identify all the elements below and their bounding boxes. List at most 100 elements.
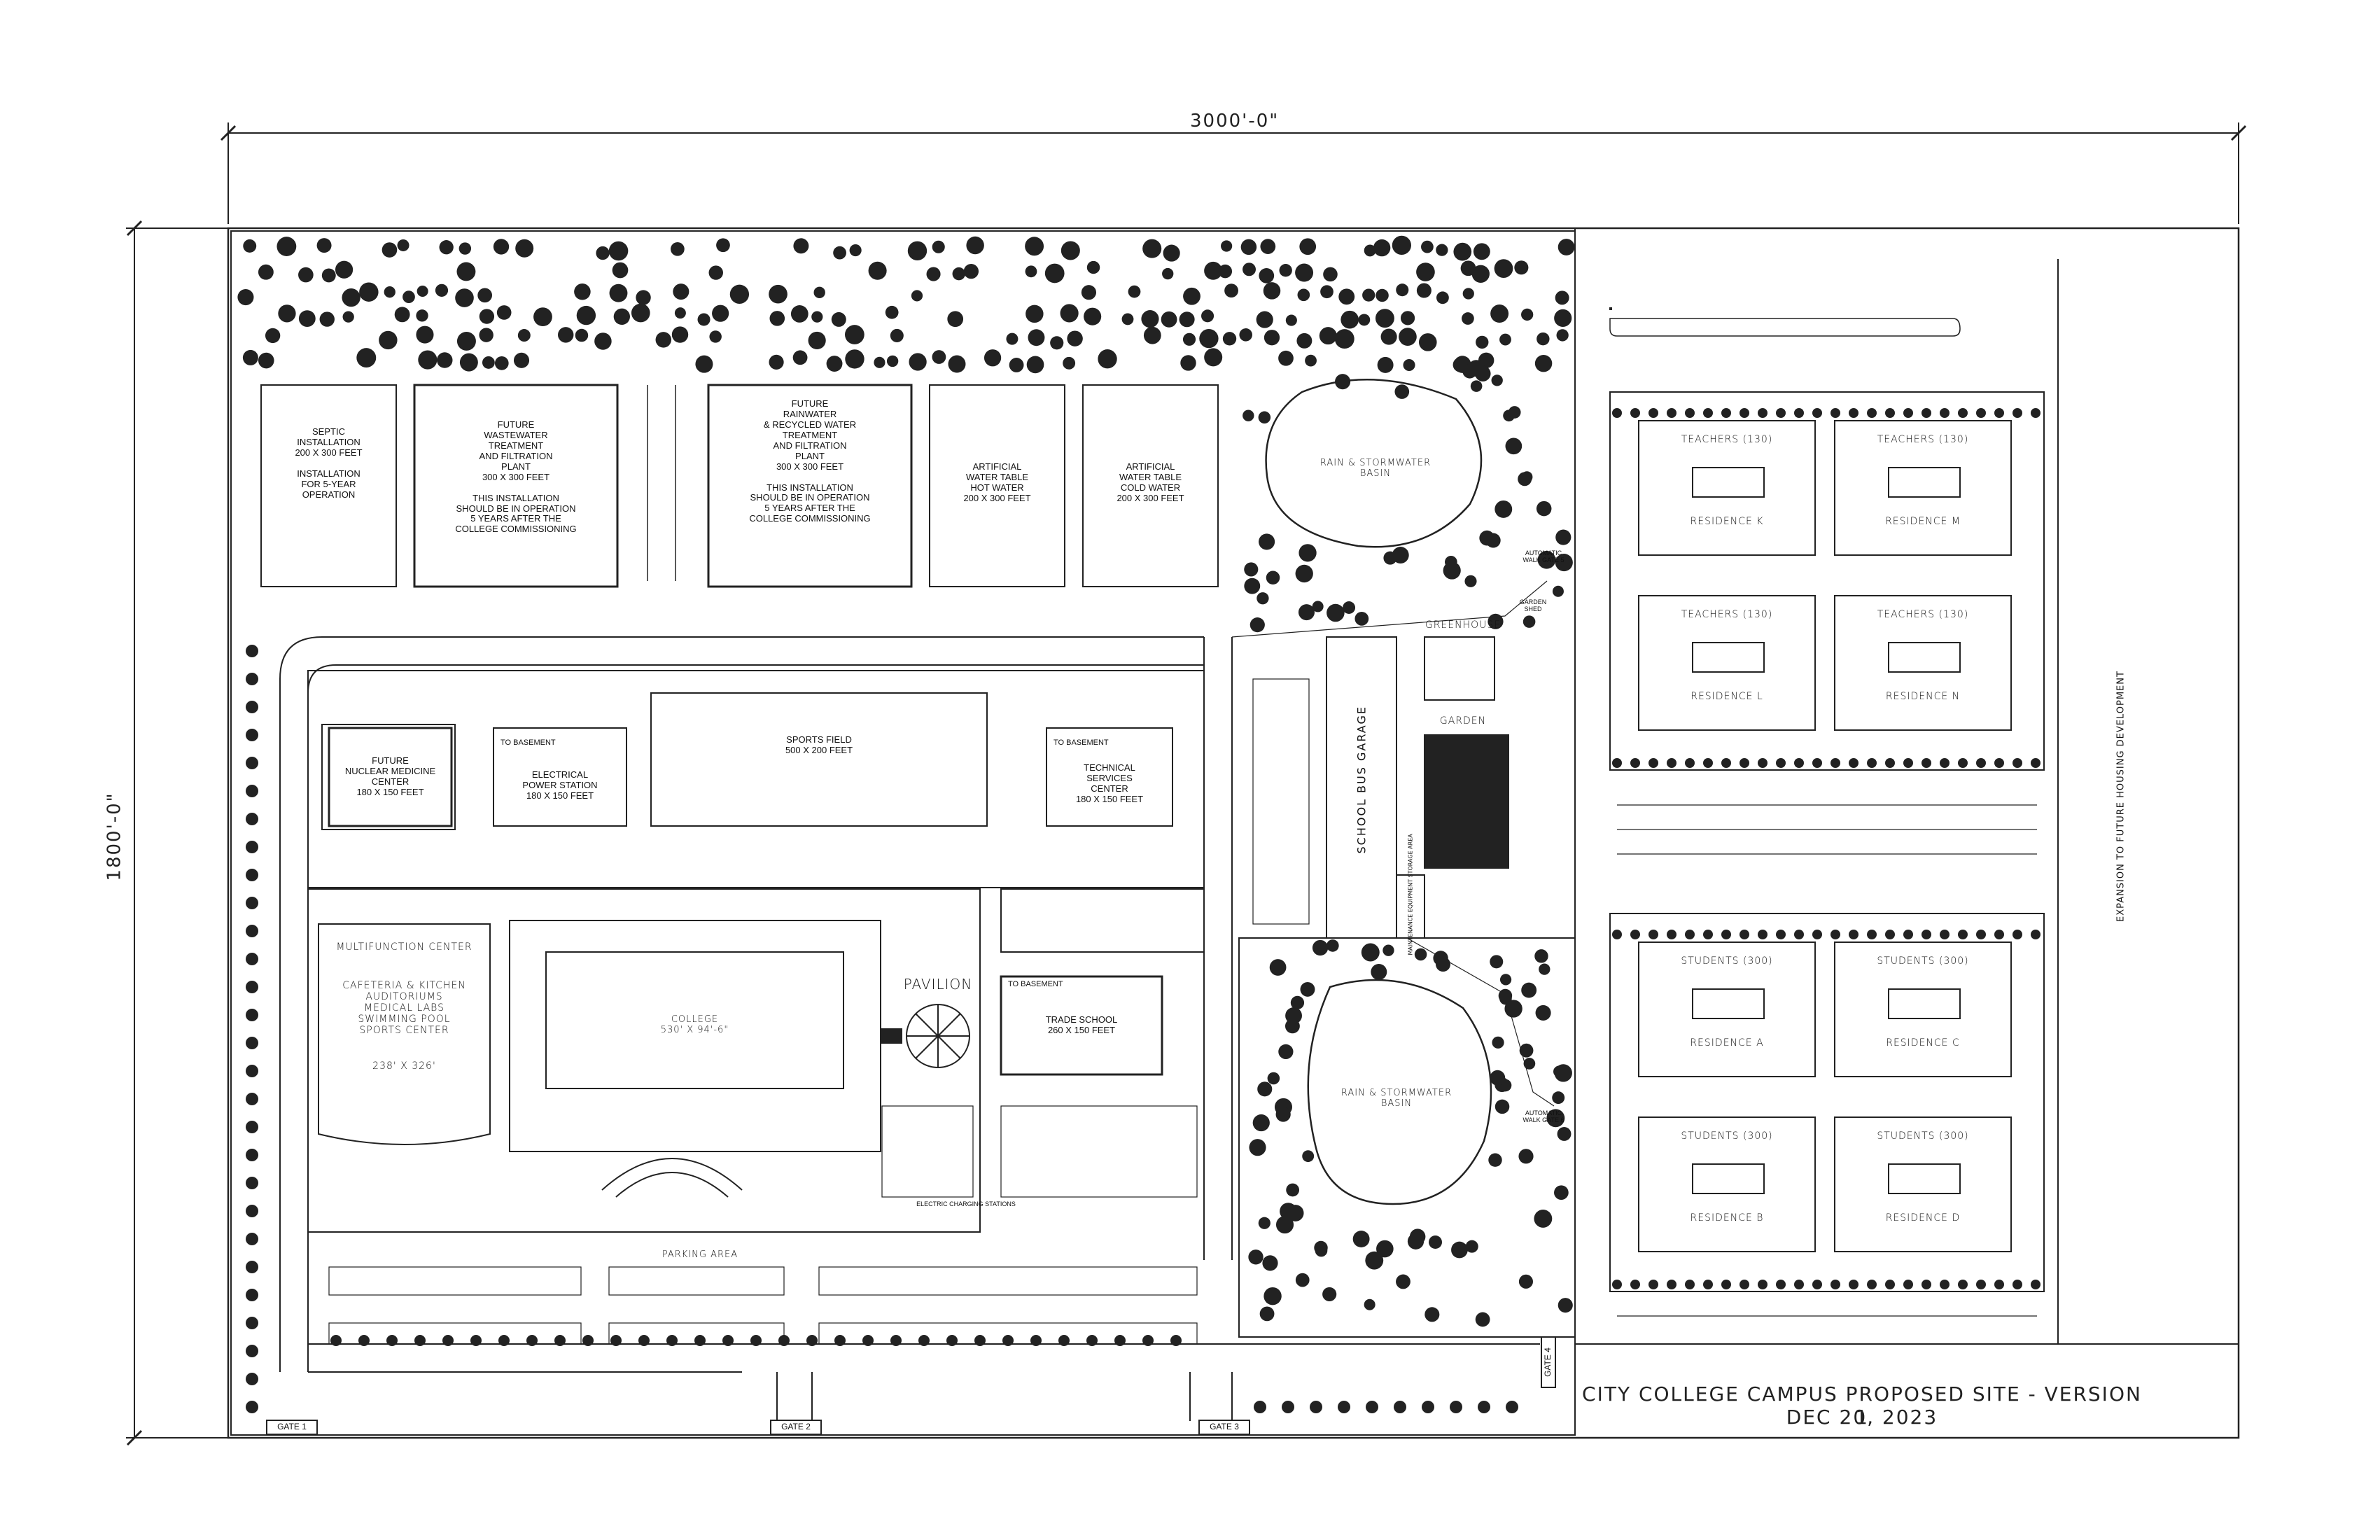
tree-icon: [926, 267, 941, 281]
tree-icon: [1026, 356, 1044, 374]
tree-icon: [1703, 408, 1713, 418]
tree-icon: [769, 354, 784, 370]
tree-icon: [1553, 1065, 1565, 1077]
tree-icon: [246, 1345, 258, 1357]
tree-icon: [1128, 285, 1141, 298]
residence-capacity: STUDENTS (300): [1681, 1130, 1773, 1142]
tree-icon: [1812, 930, 1822, 939]
tree-icon: [1546, 1109, 1565, 1128]
tree-icon: [298, 267, 314, 283]
tree-icon: [697, 313, 710, 326]
tree-icon: [1958, 758, 1968, 768]
tree-icon: [1612, 930, 1622, 939]
tree-icon: [1630, 408, 1640, 418]
tree-icon: [1422, 1401, 1434, 1413]
tree-icon: [416, 309, 428, 322]
tree-icon: [1179, 312, 1195, 328]
tree-icon: [470, 1335, 482, 1346]
tree-icon: [1462, 288, 1474, 300]
tree-icon: [729, 284, 750, 304]
tree-icon: [2012, 758, 2022, 768]
tree-icon: [1667, 758, 1676, 768]
tree-icon: [1536, 332, 1550, 346]
tree-icon: [1703, 1280, 1713, 1289]
tree-icon: [1478, 1401, 1490, 1413]
tree-icon: [1504, 1000, 1522, 1018]
tree-icon: [808, 331, 826, 350]
tree-icon: [1418, 333, 1437, 351]
tree-icon: [1903, 1280, 1913, 1289]
tree-icon: [1282, 1401, 1294, 1413]
tree-icon: [1537, 550, 1556, 569]
tree-icon: [1143, 326, 1161, 344]
tree-icon: [1366, 1401, 1378, 1413]
residence-name: RESIDENCE K: [1690, 516, 1764, 527]
residence-name: RESIDENCE C: [1886, 1037, 1960, 1049]
tree-icon: [1849, 1280, 1858, 1289]
tree-icon: [246, 1065, 258, 1077]
residential-district: [1575, 259, 2239, 1345]
nuclear-block: [328, 727, 453, 827]
tree-icon: [1312, 601, 1324, 612]
electrical-label: ELECTRICAL POWER STATION 180 X 150 FEET: [522, 769, 598, 801]
tree-icon: [1518, 1149, 1534, 1164]
college-label: COLLEGE 530' X 94'-6": [660, 1014, 729, 1035]
tree-icon: [479, 328, 493, 342]
tree-icon: [966, 236, 984, 255]
tree-icon: [1505, 438, 1522, 455]
residence-courtyard: [1888, 467, 1961, 498]
tree-icon: [1201, 309, 1214, 323]
tree-icon: [1416, 262, 1435, 281]
title-line-1: CITY COLLEGE CAMPUS PROPOSED SITE - VERS…: [1582, 1382, 2142, 1429]
tree-icon: [1006, 332, 1018, 345]
tree-icon: [1086, 1335, 1098, 1346]
tree-icon: [834, 1335, 846, 1346]
tree-icon: [1354, 612, 1369, 626]
utility-parking: [647, 385, 676, 581]
tree-icon: [974, 1335, 986, 1346]
tree-icon: [1081, 285, 1097, 300]
tree-icon: [1050, 336, 1064, 350]
tree-icon: [1414, 948, 1427, 961]
tree-icon: [1002, 1335, 1014, 1346]
tree-icon: [1285, 1007, 1302, 1024]
tree-icon: [1275, 1216, 1294, 1234]
gate-3[interactable]: GATE 3: [1198, 1420, 1250, 1435]
wastewater-label: FUTURE WASTEWATER TREATMENT AND FILTRATI…: [455, 419, 577, 535]
tree-icon: [1740, 1280, 1749, 1289]
tree-icon: [1380, 328, 1397, 345]
tree-icon: [265, 328, 281, 344]
residence-name: RESIDENCE A: [1690, 1037, 1764, 1049]
tree-icon: [1009, 358, 1024, 372]
residence-capacity: STUDENTS (300): [1681, 955, 1773, 967]
tree-icon: [246, 1373, 258, 1385]
tree-icon: [1375, 309, 1394, 328]
tree-icon: [1358, 314, 1371, 326]
gate-2[interactable]: GATE 2: [770, 1420, 822, 1435]
tree-icon: [1648, 758, 1658, 768]
residence-block: STUDENTS (300) RESIDENCE A: [1638, 941, 1816, 1077]
tree-icon: [1259, 533, 1275, 550]
gate-4[interactable]: GATE 4: [1541, 1336, 1556, 1388]
tree-icon: [1323, 267, 1338, 282]
tree-icon: [874, 356, 886, 368]
tree-icon: [435, 284, 449, 297]
tree-icon: [1244, 578, 1261, 594]
tree-icon: [1522, 615, 1536, 628]
tree-icon: [1940, 1280, 1949, 1289]
tree-icon: [1776, 758, 1786, 768]
tree-icon: [1812, 408, 1822, 418]
tree-icon: [335, 260, 354, 279]
tree-icon: [557, 327, 574, 343]
basin-north: [1265, 378, 1483, 548]
gate-1[interactable]: GATE 1: [266, 1420, 318, 1435]
tree-icon: [948, 355, 966, 373]
tree-icon: [1488, 534, 1500, 547]
hot-water-block: [929, 384, 1065, 587]
basin-south-label: RAIN & STORMWATER BASIN: [1340, 1088, 1452, 1109]
tree-icon: [1506, 1401, 1518, 1413]
tree-icon: [1352, 1231, 1370, 1247]
tree-icon: [342, 311, 354, 323]
tree-icon: [1252, 1114, 1270, 1132]
tree-icon: [1630, 1280, 1640, 1289]
